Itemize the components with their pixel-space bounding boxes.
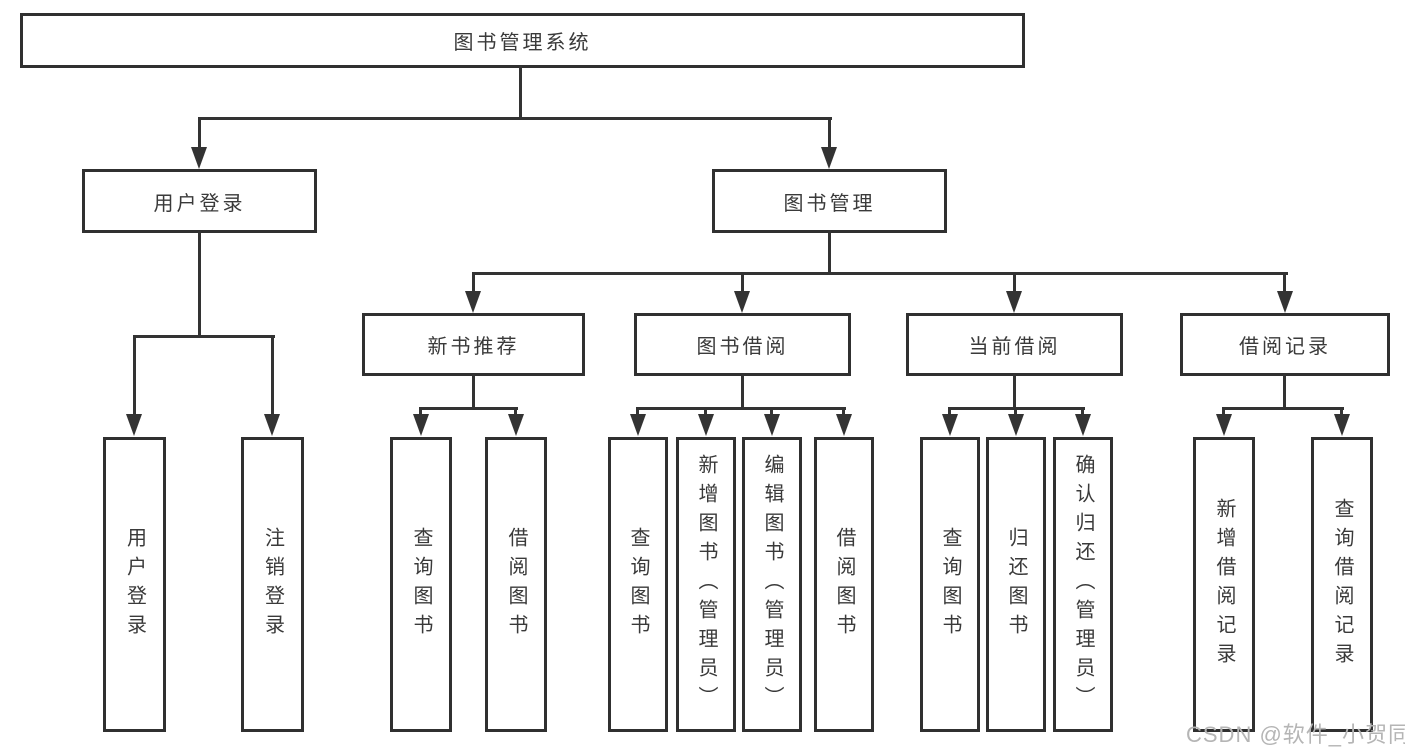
leaf-confirm-return-admin-label: 确认归还（管理员） (1072, 454, 1094, 715)
connector-line (704, 407, 707, 417)
leaf-return-book: 归还图书 (986, 437, 1046, 732)
leaf-query-borrow-record: 查询借阅记录 (1311, 437, 1373, 732)
connector-line (1014, 407, 1017, 417)
leaf-borrow-books-2-label: 借阅图书 (833, 526, 855, 643)
node-book-management-label: 图书管理 (783, 192, 876, 215)
arrow-down-icon (126, 414, 142, 436)
arrow-down-icon (264, 414, 280, 436)
watermark: CSDN @软件_小贺同学 (1186, 722, 1405, 747)
arrow-down-icon (1006, 291, 1022, 313)
connector-line (514, 407, 517, 417)
node-new-book-recommend: 新书推荐 (362, 313, 585, 376)
arrow-down-icon (1008, 414, 1024, 436)
leaf-edit-book-admin: 编辑图书（管理员） (742, 437, 802, 732)
connector-line (133, 335, 275, 338)
connector-line (271, 335, 274, 414)
leaf-edit-book-admin-label: 编辑图书（管理员） (761, 454, 783, 715)
connector-line (842, 407, 845, 417)
leaf-add-borrow-record-label: 新增借阅记录 (1213, 497, 1235, 672)
arrow-down-icon (1216, 414, 1232, 436)
node-borrow-records: 借阅记录 (1180, 313, 1390, 376)
arrow-down-icon (508, 414, 524, 436)
connector-line (472, 272, 475, 293)
leaf-add-book-admin-label: 新增图书（管理员） (695, 454, 717, 715)
arrow-down-icon (1334, 414, 1350, 436)
connector-line (636, 407, 846, 410)
node-user-login-label: 用户登录 (153, 192, 246, 215)
connector-line (133, 335, 136, 414)
arrow-down-icon (630, 414, 646, 436)
leaf-logout-login: 注销登录 (241, 437, 304, 732)
node-current-borrow-label: 当前借阅 (968, 336, 1061, 358)
leaf-user-login: 用户登录 (103, 437, 166, 732)
connector-line (770, 407, 773, 417)
connector-line (636, 407, 639, 417)
leaf-query-books-current: 查询图书 (920, 437, 980, 732)
leaf-query-books-current-label: 查询图书 (939, 526, 961, 643)
connector-line (472, 374, 475, 409)
leaf-add-borrow-record: 新增借阅记录 (1193, 437, 1255, 732)
node-book-borrow: 图书借阅 (634, 313, 851, 376)
arrow-down-icon (413, 414, 429, 436)
node-user-login: 用户登录 (82, 169, 317, 233)
node-new-book-recommend-label: 新书推荐 (427, 336, 520, 358)
arrow-down-icon (191, 147, 207, 169)
leaf-query-books-recommend-label: 查询图书 (410, 526, 432, 643)
node-root-label: 图书管理系统 (453, 32, 592, 54)
connector-line (472, 272, 1288, 275)
arrow-down-icon (734, 291, 750, 313)
leaf-query-books-borrow: 查询图书 (608, 437, 668, 732)
connector-line (198, 117, 201, 149)
connector-line (1340, 407, 1343, 417)
connector-line (1283, 272, 1286, 293)
arrow-down-icon (764, 414, 780, 436)
connector-line (828, 117, 831, 149)
connector-line (1222, 407, 1225, 417)
arrow-down-icon (942, 414, 958, 436)
arrow-down-icon (1277, 291, 1293, 313)
connector-line (1283, 374, 1286, 409)
arrow-down-icon (836, 414, 852, 436)
connector-line (419, 407, 518, 410)
node-book-borrow-label: 图书借阅 (696, 336, 789, 358)
leaf-user-login-label: 用户登录 (123, 526, 146, 643)
leaf-add-book-admin: 新增图书（管理员） (676, 437, 736, 732)
leaf-borrow-books-2: 借阅图书 (814, 437, 874, 732)
node-root: 图书管理系统 (20, 13, 1025, 68)
connector-line (1222, 407, 1344, 410)
connector-line (419, 407, 422, 417)
leaf-query-borrow-record-label: 查询借阅记录 (1331, 497, 1353, 672)
node-borrow-records-label: 借阅记录 (1239, 336, 1331, 358)
leaf-query-books-recommend: 查询图书 (390, 437, 452, 732)
leaf-borrow-books-recommend-label: 借阅图书 (505, 526, 527, 643)
leaf-return-book-label: 归还图书 (1005, 526, 1027, 643)
arrow-down-icon (1075, 414, 1091, 436)
connector-line (828, 230, 831, 275)
arrow-down-icon (821, 147, 837, 169)
connector-line (1013, 272, 1016, 293)
connector-line (741, 272, 744, 293)
connector-line (948, 407, 951, 417)
leaf-query-books-borrow-label: 查询图书 (627, 526, 649, 643)
leaf-confirm-return-admin: 确认归还（管理员） (1053, 437, 1113, 732)
connector-line (198, 231, 201, 338)
connector-line (519, 66, 522, 120)
connector-line (741, 374, 744, 409)
connector-line (1081, 407, 1084, 417)
node-current-borrow: 当前借阅 (906, 313, 1123, 376)
leaf-borrow-books-recommend: 借阅图书 (485, 437, 547, 732)
connector-line (198, 117, 832, 120)
arrow-down-icon (698, 414, 714, 436)
connector-line (1013, 374, 1016, 409)
leaf-logout-login-label: 注销登录 (261, 526, 284, 643)
arrow-down-icon (465, 291, 481, 313)
node-book-management: 图书管理 (712, 169, 947, 233)
